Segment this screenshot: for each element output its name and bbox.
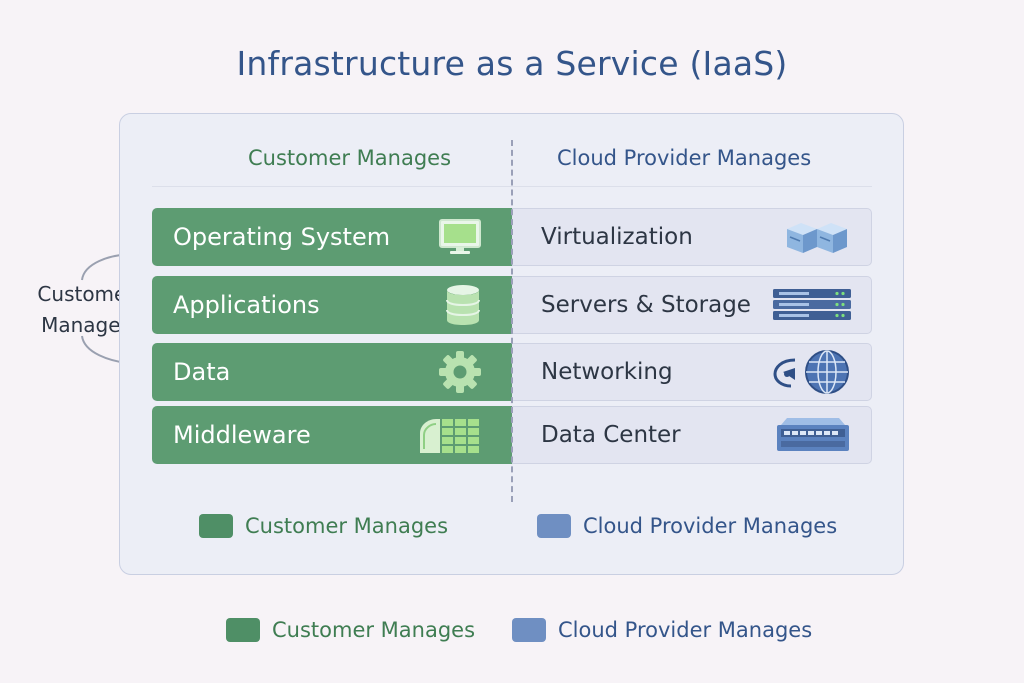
database-icon xyxy=(446,285,480,325)
legend-provider-inner: Cloud Provider Manages xyxy=(537,514,837,538)
provider-cell: Networking xyxy=(512,343,872,401)
legend-customer-outer: Customer Manages xyxy=(226,618,475,642)
stack-row: Operating System Virtualization xyxy=(152,208,872,266)
provider-cell: Data Center xyxy=(512,406,872,464)
column-header-customer: Customer Manages xyxy=(248,146,452,170)
customer-cell-label: Data xyxy=(173,358,231,386)
customer-cell-label: Operating System xyxy=(173,223,391,251)
legend-label: Cloud Provider Manages xyxy=(558,618,813,642)
server-blocks-icon xyxy=(787,223,847,253)
stack-row: Middleware Data Center xyxy=(152,406,872,464)
grid-tiles-icon xyxy=(420,419,479,453)
diagram-title: Infrastructure as a Service (IaaS) xyxy=(236,44,788,83)
legend-swatch-blue xyxy=(537,514,571,538)
customer-cell: Applications xyxy=(152,276,512,334)
customer-cell-label: Applications xyxy=(173,291,320,319)
provider-cell-label: Virtualization xyxy=(541,224,693,250)
globe-network-icon xyxy=(773,350,849,394)
legend-label: Cloud Provider Manages xyxy=(583,514,838,538)
legend-swatch-blue xyxy=(512,618,546,642)
side-label: Customer Manages xyxy=(22,279,150,341)
legend-swatch-green xyxy=(226,618,260,642)
gear-icon xyxy=(439,351,481,393)
side-label-line2: Manages xyxy=(41,313,131,337)
monitor-icon xyxy=(439,219,481,254)
iaas-panel: Customer Manages Cloud Provider Manages … xyxy=(119,113,904,575)
column-header-provider: Cloud Provider Manages xyxy=(557,146,812,170)
customer-cell-label: Middleware xyxy=(173,421,311,449)
legend-customer-inner: Customer Manages xyxy=(199,514,448,538)
customer-cell: Data xyxy=(152,343,512,401)
legend-label: Customer Manages xyxy=(245,514,449,538)
provider-cell-label: Networking xyxy=(541,359,673,385)
customer-cell: Middleware xyxy=(152,406,512,464)
server-rack-icon xyxy=(773,289,851,320)
legend-provider-outer: Cloud Provider Manages xyxy=(512,618,812,642)
provider-cell-label: Data Center xyxy=(541,422,681,448)
side-label-line1: Customer xyxy=(37,282,135,306)
customer-cell: Operating System xyxy=(152,208,512,266)
provider-cell-label: Servers & Storage xyxy=(541,292,751,318)
stack-row: Applications Servers & Storage xyxy=(152,276,872,334)
provider-cell: Servers & Storage xyxy=(512,276,872,334)
legend-swatch-green xyxy=(199,514,233,538)
stack-row: Data Networking xyxy=(152,343,872,401)
data-center-icon xyxy=(777,418,849,451)
column-divider xyxy=(511,140,513,502)
provider-cell: Virtualization xyxy=(512,208,872,266)
legend-label: Customer Manages xyxy=(272,618,476,642)
